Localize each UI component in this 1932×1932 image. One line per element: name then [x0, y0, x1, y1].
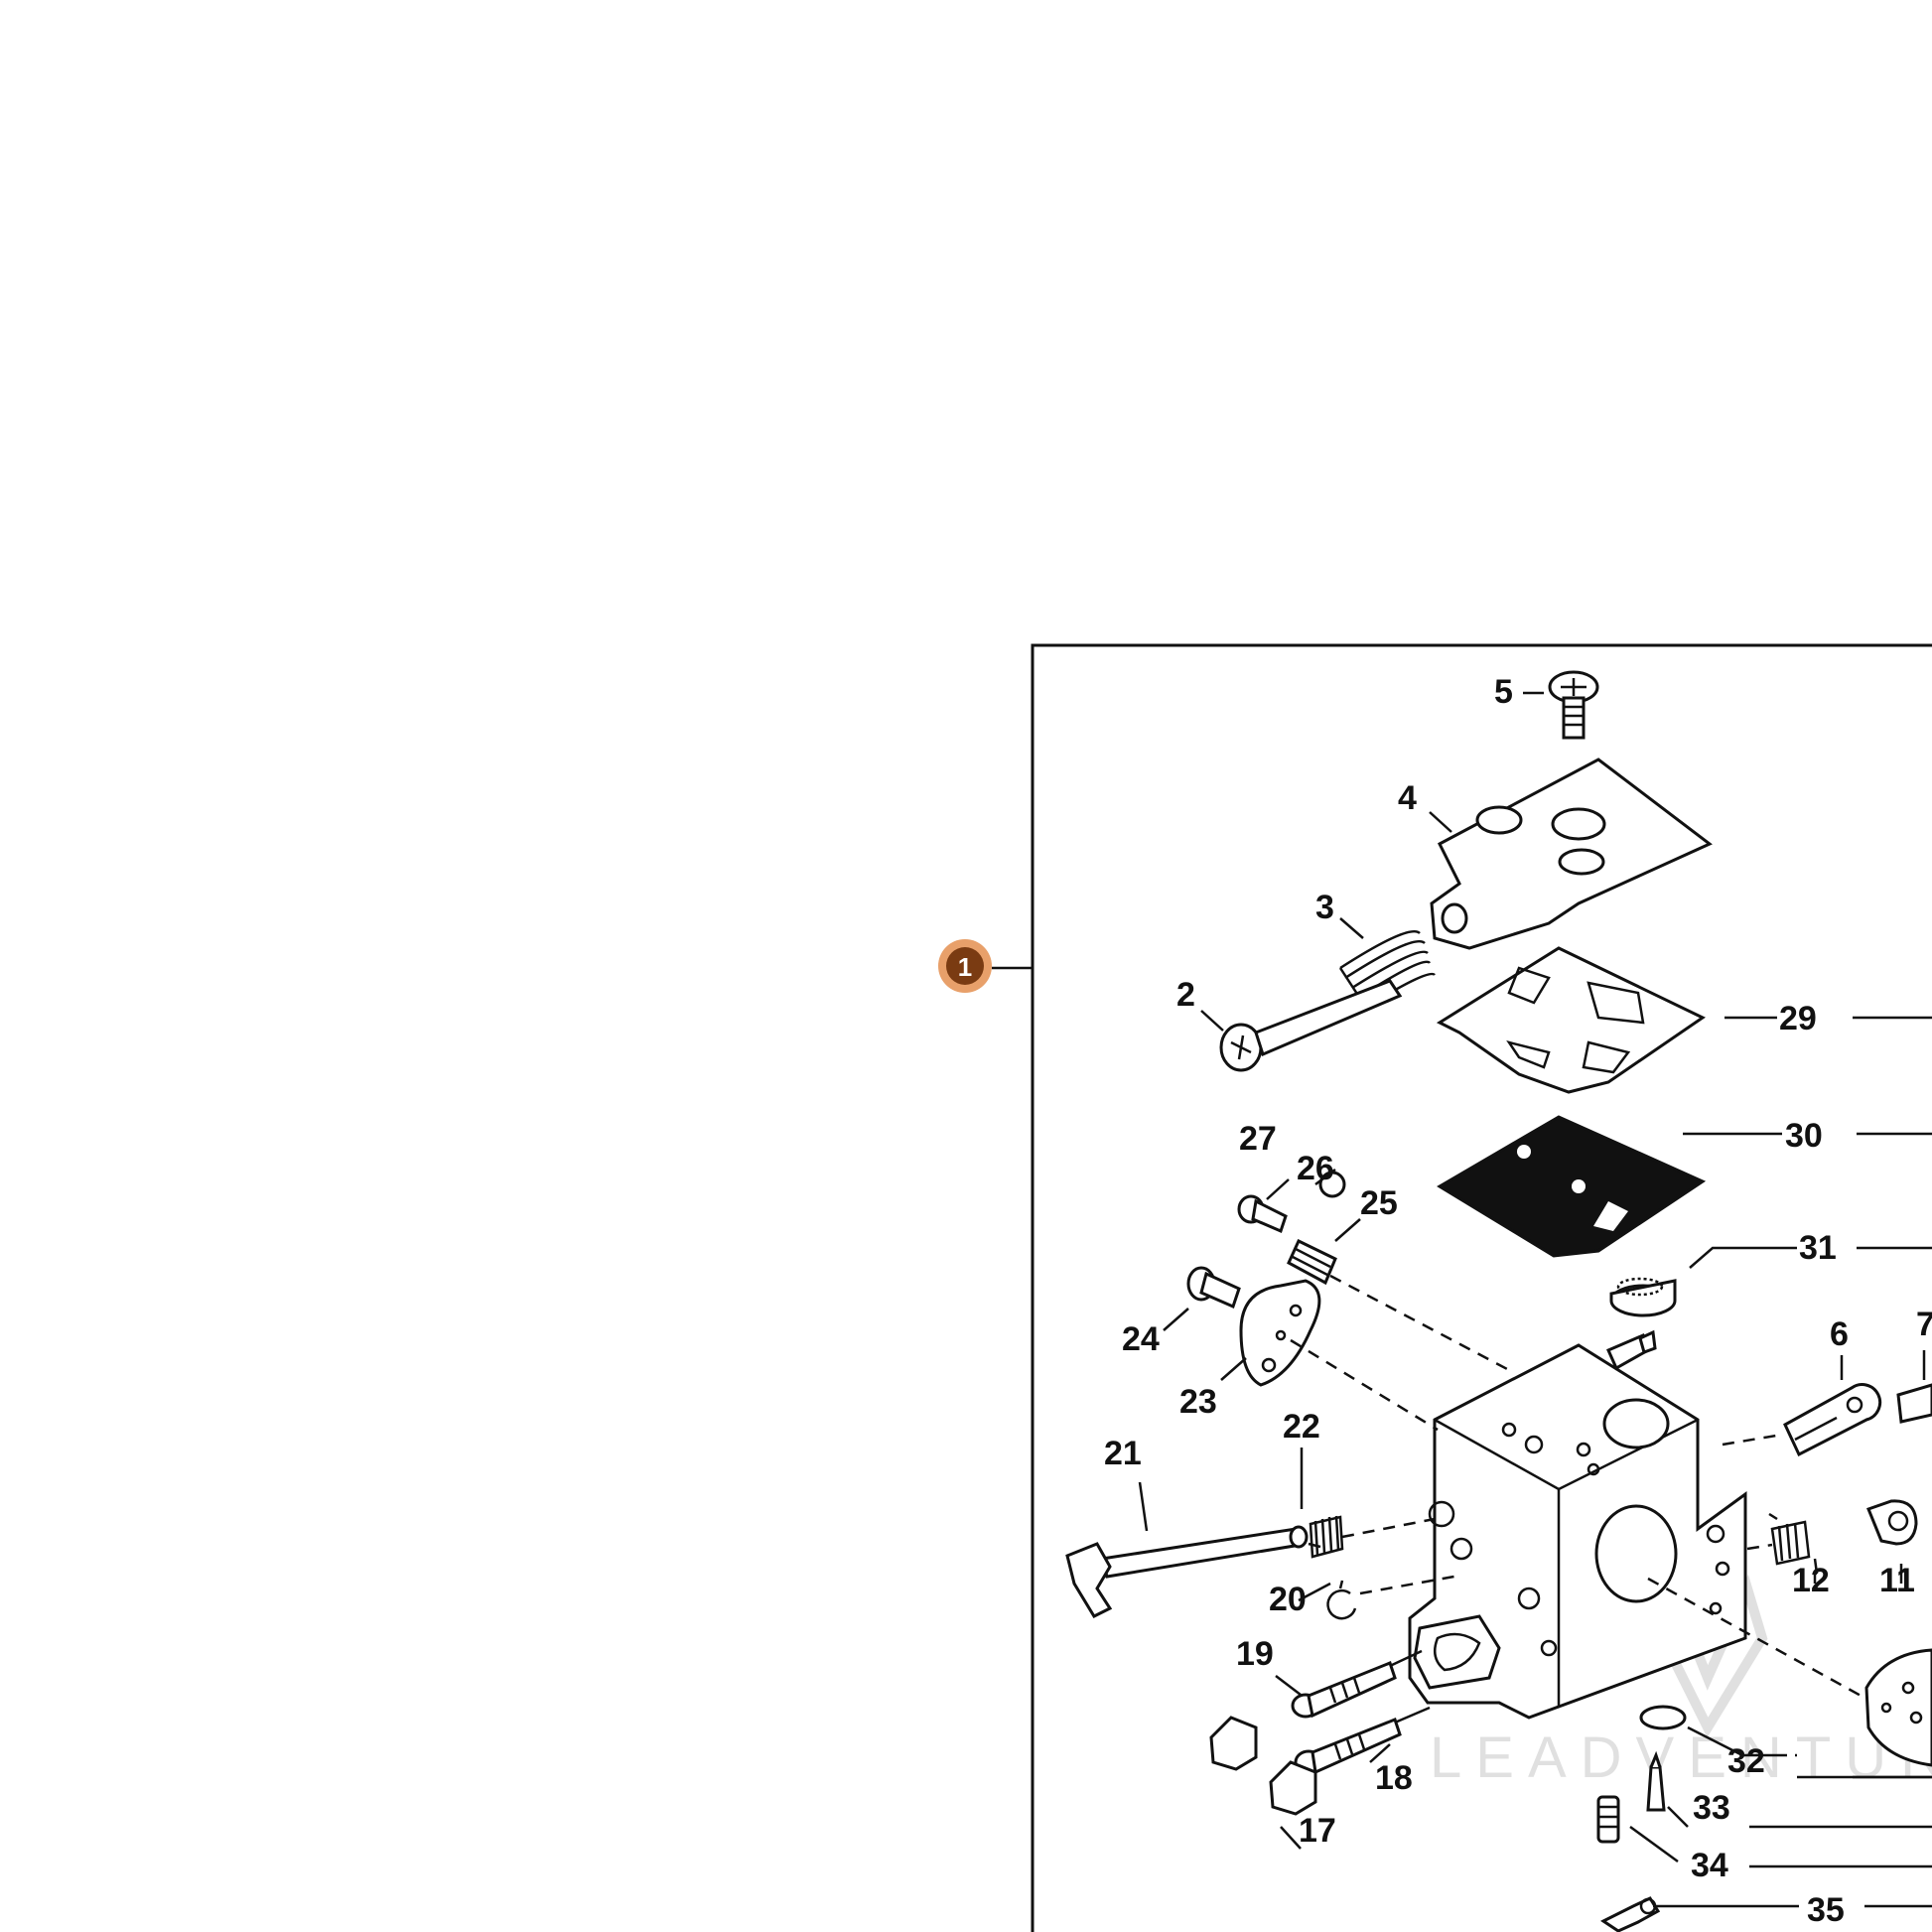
- part-caps-17[interactable]: [1209, 1716, 1317, 1816]
- part-screw-24[interactable]: [1186, 1266, 1241, 1310]
- part-disc-right[interactable]: [1864, 1648, 1932, 1767]
- callout-24[interactable]: 24: [1122, 1320, 1160, 1358]
- callout-5[interactable]: 5: [1494, 673, 1513, 711]
- assembly-line-20: [1359, 1574, 1460, 1595]
- assembly-line-22: [1341, 1517, 1436, 1539]
- callout-3[interactable]: 3: [1315, 889, 1334, 926]
- callout-21[interactable]: 21: [1104, 1435, 1142, 1472]
- callout-19[interactable]: 19: [1236, 1635, 1274, 1673]
- callout-23[interactable]: 23: [1179, 1383, 1217, 1421]
- callout-31[interactable]: 31: [1799, 1229, 1837, 1267]
- watermark-text: LEADVENTURE: [1430, 1725, 1932, 1790]
- part-disc-23[interactable]: [1239, 1279, 1321, 1387]
- callout-25[interactable]: 25: [1360, 1184, 1398, 1222]
- callout-33[interactable]: 33: [1693, 1789, 1730, 1827]
- callout-2[interactable]: 2: [1176, 976, 1195, 1014]
- callout-27[interactable]: 27: [1239, 1120, 1277, 1158]
- callout-35[interactable]: 35: [1807, 1891, 1845, 1929]
- part-pin-26[interactable]: [1237, 1194, 1288, 1234]
- callout-29[interactable]: 29: [1779, 1000, 1817, 1037]
- part-needle-valve-33[interactable]: [1646, 1750, 1666, 1812]
- part-filter-31[interactable]: [1609, 1277, 1677, 1317]
- part-screw-5[interactable]: [1548, 670, 1599, 740]
- assembly-line-12: [1746, 1543, 1773, 1551]
- callout-12[interactable]: 12: [1792, 1562, 1830, 1599]
- assembly-line-25: [1329, 1274, 1510, 1372]
- part-clip-20[interactable]: [1326, 1580, 1357, 1620]
- part-spring-3[interactable]: [1338, 929, 1437, 1012]
- diagram-frame: [1031, 643, 1932, 1932]
- part-shaft-21[interactable]: [1065, 1525, 1309, 1618]
- part-diaphragm-30[interactable]: [1437, 1115, 1707, 1258]
- part-screw-2[interactable]: [1219, 979, 1403, 1072]
- part-needle-19[interactable]: [1291, 1649, 1423, 1719]
- part-spring-22[interactable]: [1308, 1515, 1344, 1559]
- callout-26[interactable]: 26: [1297, 1150, 1334, 1187]
- assembly-line-23: [1290, 1338, 1439, 1432]
- assembly-line-6: [1722, 1433, 1783, 1447]
- watermark: LEADVENTURE: [1430, 1568, 1932, 1790]
- part-spring-12[interactable]: [1768, 1512, 1819, 1575]
- part-gasket-29[interactable]: [1436, 946, 1706, 1094]
- part-cover-4[interactable]: [1430, 758, 1713, 950]
- part-bracket-6[interactable]: [1783, 1383, 1882, 1457]
- part-needle-18[interactable]: [1294, 1706, 1431, 1775]
- part-screw-7[interactable]: [1896, 1383, 1932, 1424]
- part-spring-34[interactable]: [1596, 1795, 1620, 1844]
- part-carburetor-body[interactable]: [1408, 1329, 1747, 1720]
- part-lever-11[interactable]: [1866, 1499, 1918, 1546]
- part-lever-35[interactable]: [1600, 1896, 1661, 1932]
- callout-30[interactable]: 30: [1785, 1117, 1823, 1155]
- callout-20[interactable]: 20: [1269, 1581, 1307, 1618]
- hotspot-1[interactable]: 1: [938, 939, 992, 993]
- hotspot-label: 1: [958, 952, 972, 982]
- leader-lines: [1138, 691, 1932, 1908]
- callout-34[interactable]: 34: [1691, 1847, 1728, 1884]
- part-spring-25[interactable]: [1287, 1238, 1337, 1286]
- callout-7[interactable]: 7: [1916, 1306, 1932, 1343]
- hotspot-dot: [946, 947, 984, 985]
- callout-11[interactable]: 11: [1879, 1562, 1915, 1599]
- callout-4[interactable]: 4: [1398, 779, 1417, 817]
- callout-17[interactable]: 17: [1299, 1812, 1336, 1850]
- callout-6[interactable]: 6: [1830, 1315, 1849, 1353]
- callout-22[interactable]: 22: [1283, 1408, 1320, 1446]
- callout-32[interactable]: 32: [1727, 1742, 1765, 1780]
- part-o-ring-32[interactable]: [1639, 1705, 1687, 1730]
- callout-labels: 5 4 3 2 29 30 31 6 7 12 11 27 26 25 24 2…: [1104, 673, 1932, 1929]
- callout-18[interactable]: 18: [1375, 1759, 1413, 1797]
